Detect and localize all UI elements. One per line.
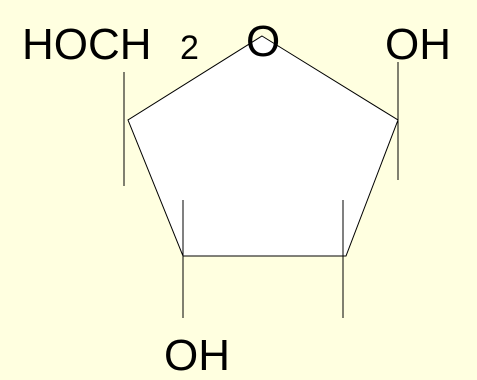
label-hoch2-subscript: 2 [180,29,199,67]
label-oh-bottom: OH [164,331,230,380]
label-hoch2-main: HOCH [22,20,152,69]
label-hoch2: HOCH [22,20,152,69]
furanose-ring [127,35,399,257]
label-oh-right: OH [385,20,451,69]
label-ring-oxygen: O [246,17,280,66]
